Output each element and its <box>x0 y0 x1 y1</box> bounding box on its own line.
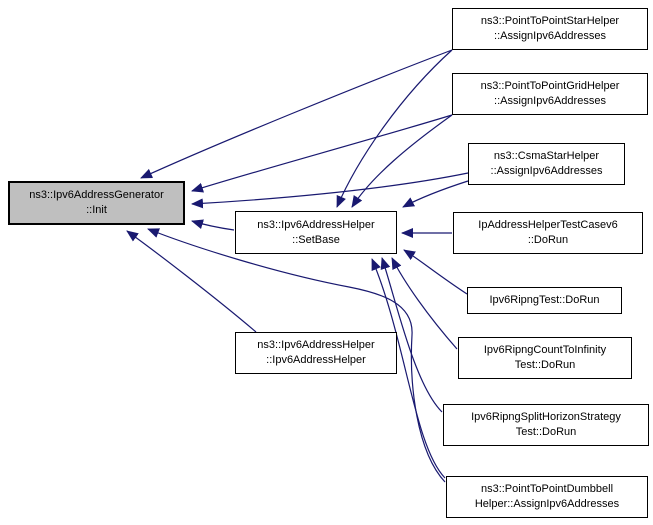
edge-csma-to-init <box>191 172 469 209</box>
edge-setbase-to-init <box>191 219 235 231</box>
edge-ctor-to-init <box>126 230 257 333</box>
node-label-line1: ns3::Ipv6AddressHelper <box>257 218 375 231</box>
node-label-line1: Ipv6RipngTest::DoRun <box>489 294 600 306</box>
node-label-line2: ::DoRun <box>527 234 569 246</box>
node-ipv6ripngsplithorizonstrategytest-dorun[interactable]: Ipv6RipngSplitHorizonStrategy Test::DoRu… <box>443 404 649 446</box>
node-label-line1: ns3::Ipv6AddressHelper <box>257 339 375 351</box>
node-label-line1: IpAddressHelperTestCasev6 <box>478 219 618 231</box>
node-label-line2: Helper::AssignIpv6Addresses <box>474 498 620 510</box>
node-label-line2: ::AssignIpv6Addresses <box>494 95 606 107</box>
edge-dumbbell-to-setbase <box>371 258 446 479</box>
node-pointtopointstarhelper-assignipv6addresses[interactable]: ns3::PointToPointStarHelper ::AssignIpv6… <box>452 8 648 50</box>
node-label-line2: ::AssignIpv6Addresses <box>490 165 603 177</box>
edge-csma-to-setbase <box>402 180 469 208</box>
edge-counttoinf-to-setbase <box>391 257 458 350</box>
node-ipv6ripngcounttoinfinitytest-dorun[interactable]: Ipv6RipngCountToInfinity Test::DoRun <box>458 337 632 379</box>
node-ipv6addresshelper-constructor[interactable]: ns3::Ipv6AddressHelper ::Ipv6AddressHelp… <box>235 332 397 374</box>
node-label-line2: ::AssignIpv6Addresses <box>494 30 606 42</box>
node-ipaddresshelpertestcasev6-dorun[interactable]: IpAddressHelperTestCasev6 ::DoRun <box>453 212 643 254</box>
node-label-line1: Ipv6RipngCountToInfinity <box>483 344 607 356</box>
node-label-line1: ns3::CsmaStarHelper <box>493 150 600 162</box>
node-pointtopointdumbbellhelper-assignipv6addresses[interactable]: ns3::PointToPointDumbbell Helper::Assign… <box>446 476 648 518</box>
edge-star-to-setbase <box>336 49 453 208</box>
node-ipv6addresshelper-setbase[interactable]: ns3::Ipv6AddressHelper ::SetBase <box>235 211 397 254</box>
node-label-line1: ns3::PointToPointStarHelper <box>480 15 620 27</box>
node-label-line1: ns3::Ipv6AddressGenerator <box>29 189 164 201</box>
node-ipv6addressgenerator-init[interactable]: ns3::Ipv6AddressGenerator ::Init <box>8 181 185 225</box>
edge-dumbbell-to-init <box>147 228 446 483</box>
node-csmastarhelper-assignipv6addresses[interactable]: ns3::CsmaStarHelper ::AssignIpv6Addresse… <box>468 143 625 185</box>
node-label-line2: ::Init <box>86 204 107 216</box>
edge-ripngtest-to-setbase <box>403 249 468 295</box>
node-label-line1: ns3::PointToPointGridHelper <box>480 80 620 92</box>
node-pointtopointgridhelper-assignipv6addresses[interactable]: ns3::PointToPointGridHelper ::AssignIpv6… <box>452 73 648 115</box>
node-label-line1: Ipv6RipngSplitHorizonStrategy <box>471 411 621 423</box>
edge-star-to-init <box>140 49 453 179</box>
node-label-line2: Test::DoRun <box>515 426 577 438</box>
node-label-line2: ::SetBase <box>292 233 340 246</box>
edge-grid-to-setbase <box>351 114 453 208</box>
edge-grid-to-init <box>191 114 453 193</box>
node-label-line1: ns3::PointToPointDumbbell <box>480 483 614 495</box>
node-ipv6ripngtest-dorun[interactable]: Ipv6RipngTest::DoRun <box>467 287 622 314</box>
node-label-line2: Test::DoRun <box>514 359 576 371</box>
edge-splithorizon-to-setbase <box>380 257 443 413</box>
node-label-line2: ::Ipv6AddressHelper <box>266 354 366 366</box>
